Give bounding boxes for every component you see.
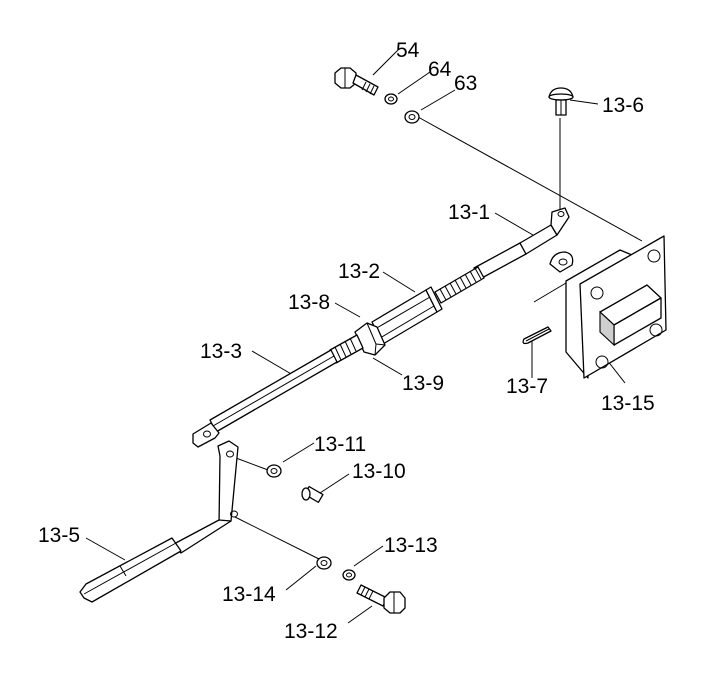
pin-13-10: [301, 485, 324, 503]
washer-13-14: [316, 556, 332, 570]
cotter-pin-13-7: [522, 326, 552, 345]
label-13-13: 13-13: [384, 534, 438, 557]
bracket-13-15: [549, 235, 667, 379]
label-13-8: 13-8: [288, 291, 330, 314]
lock-washer-13-13: [342, 569, 356, 581]
bolt-54: [334, 67, 379, 96]
label-13-9: 13-9: [402, 372, 444, 395]
rod-13-3: [192, 349, 338, 448]
label-13-2: 13-2: [338, 260, 380, 283]
label-13-3: 13-3: [200, 340, 242, 363]
label-13-14: 13-14: [222, 583, 276, 606]
label-13-1: 13-1: [448, 201, 490, 224]
label-13-6: 13-6: [602, 94, 644, 117]
part-labels: 54 64 63 13-6 13-1 13-2 13-8 13-3 13-9 1…: [38, 39, 655, 643]
bolt-13-12: [356, 584, 406, 614]
turnbuckle-13-2: [371, 286, 443, 345]
label-13-10: 13-10: [352, 460, 406, 483]
label-13-12: 13-12: [284, 620, 338, 643]
lock-washer-64: [384, 93, 398, 105]
leader-lines: [85, 48, 626, 624]
label-13-11: 13-11: [314, 433, 366, 456]
label-13-7: 13-7: [506, 375, 548, 398]
label-63: 63: [454, 72, 477, 95]
label-13-15: 13-15: [601, 392, 655, 415]
label-64: 64: [428, 58, 452, 81]
label-13-5: 13-5: [38, 524, 80, 547]
label-54: 54: [396, 39, 420, 62]
rod-13-1: [434, 207, 570, 304]
lever-13-5: [79, 440, 239, 603]
washer-13-11: [266, 464, 282, 478]
washer-63: [404, 110, 420, 124]
clevis-pin-13-6: [548, 87, 574, 116]
